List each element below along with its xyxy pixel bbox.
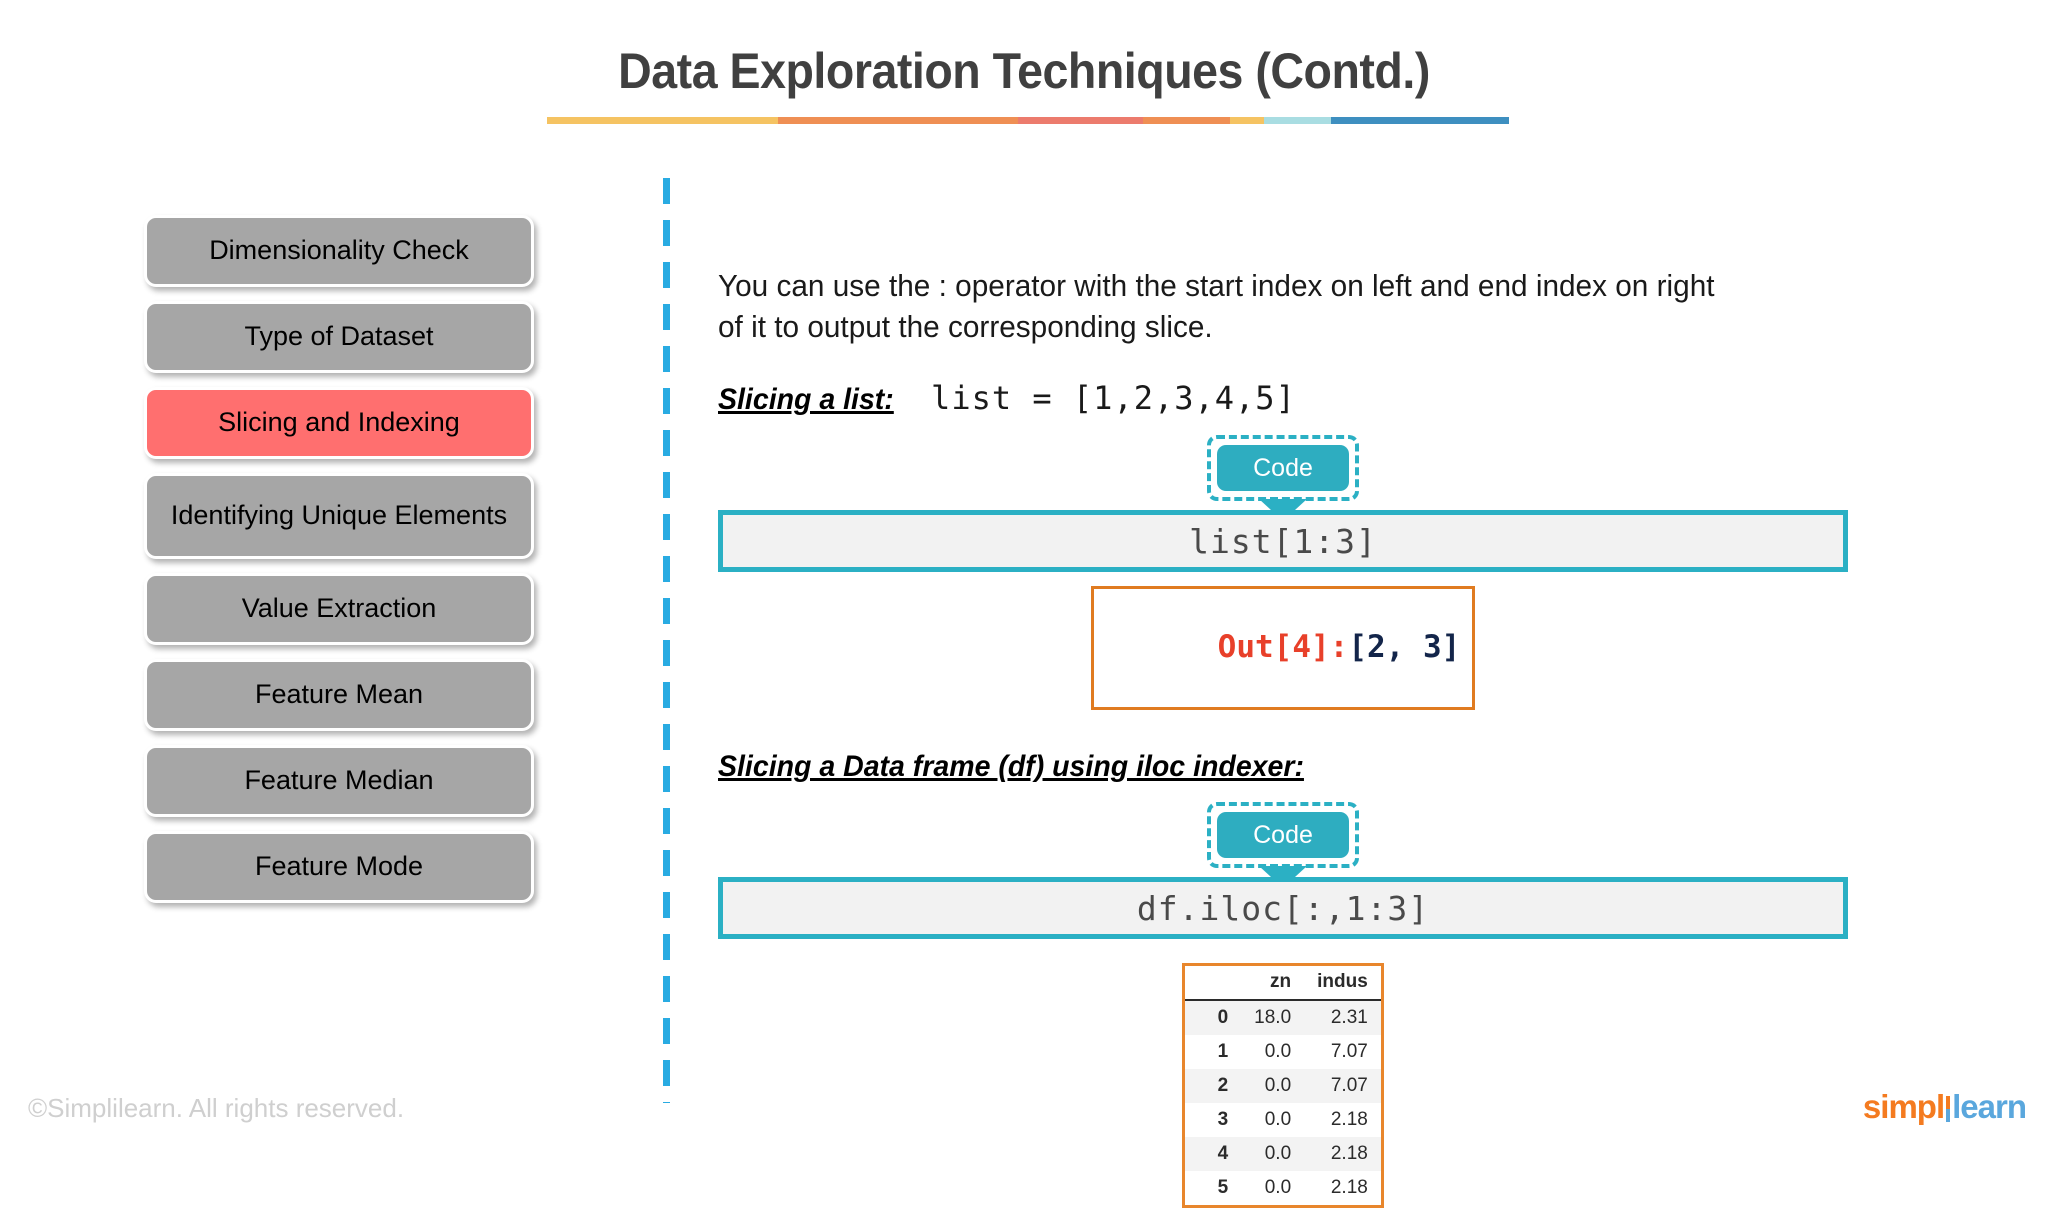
code-callout-2-dashed-frame: Code <box>1207 802 1359 869</box>
section-1-inline-code: list = [1,2,3,4,5] <box>931 379 1296 418</box>
underline-segment-2 <box>1018 117 1144 124</box>
sidebar-item-label: Type of Dataset <box>244 321 434 352</box>
section-1-heading-row: Slicing a list: list = [1,2,3,4,5] <box>718 379 1848 417</box>
table-row: 2 0.0 7.07 <box>1183 1069 1383 1104</box>
code-callout-1-dashed-frame: Code <box>1207 435 1359 502</box>
dataframe-cell: 0.0 <box>1264 1109 1292 1131</box>
logo-divider-icon <box>1946 1096 1951 1122</box>
code-box-1-text: list[1:3] <box>1189 521 1377 561</box>
sidebar-item-feature-mode[interactable]: Feature Mode <box>144 831 534 903</box>
underline-segment-1 <box>777 117 1019 124</box>
code-button-1[interactable]: Code <box>1217 445 1349 492</box>
sidebar-item-label: Value Extraction <box>241 593 437 624</box>
section-2-heading-row: Slicing a Data frame (df) using iloc ind… <box>718 750 1848 784</box>
sidebar-item-label: Feature Mode <box>254 851 424 882</box>
sidebar-item-dimensionality-check[interactable]: Dimensionality Check <box>144 215 534 287</box>
sidebar-item-feature-mean[interactable]: Feature Mean <box>144 659 534 731</box>
output-box-1: Out[4]:[2, 3] <box>1090 586 1476 711</box>
underline-segment-3 <box>1143 117 1230 124</box>
sidebar-item-label: Identifying Unique Elements <box>170 500 508 531</box>
dataframe-col-header: indus <box>1304 964 1383 1002</box>
code-button-2[interactable]: Code <box>1217 812 1349 859</box>
logo-text-part1: simpl <box>1862 1088 1945 1125</box>
code-callout-2[interactable]: Code <box>1207 802 1359 889</box>
underline-segment-6 <box>1330 117 1509 124</box>
logo-text-part2: learn <box>1952 1088 2027 1125</box>
dataframe-cell: 0.0 <box>1264 1041 1292 1063</box>
sidebar-item-identifying-unique-elements[interactable]: Identifying Unique Elements <box>144 473 534 559</box>
dataframe-col-header: zn <box>1241 964 1305 1002</box>
dataframe-cell: 0.0 <box>1264 1177 1292 1199</box>
page-title: Data Exploration Techniques (Contd.) <box>618 43 1430 99</box>
output-row-1: Out[4]:[2, 3] <box>718 586 1848 711</box>
dataframe-cell: 18.0 <box>1254 1007 1292 1029</box>
code-box-2-text: df.iloc[:,1:3] <box>1136 888 1430 928</box>
vertical-dashed-divider <box>663 178 670 1103</box>
underline-segment-5 <box>1263 117 1331 124</box>
sidebar-item-slicing-and-indexing[interactable]: Slicing and Indexing <box>144 387 534 459</box>
dataframe-cell: 0.0 <box>1264 1143 1292 1165</box>
sidebar-item-feature-median[interactable]: Feature Median <box>144 745 534 817</box>
dataframe-col-header <box>1183 964 1242 1002</box>
footer-copyright: ©Simplilearn. All rights reserved. <box>28 1093 405 1123</box>
sidebar-item-label: Feature Median <box>244 765 434 796</box>
sidebar-item-label: Dimensionality Check <box>209 235 469 266</box>
underline-segment-4 <box>1230 117 1264 124</box>
output-value-1: [2, 3] <box>1348 629 1461 666</box>
dataframe-cell: 0.0 <box>1264 1075 1292 1097</box>
code-callout-1[interactable]: Code <box>1207 435 1359 522</box>
dataframe-row-index: 3 <box>1217 1109 1229 1131</box>
dataframe-row-index: 1 <box>1217 1041 1229 1063</box>
dataframe-row-index: 2 <box>1217 1075 1229 1097</box>
table-row: 3 0.0 2.18 <box>1183 1103 1383 1138</box>
intro-paragraph: You can use the : operator with the star… <box>718 268 1715 345</box>
dataframe-row-index: 4 <box>1217 1143 1229 1165</box>
code-box-2: df.iloc[:,1:3] <box>718 877 1848 940</box>
sidebar-item-value-extraction[interactable]: Value Extraction <box>144 573 534 645</box>
table-row: 5 0.0 2.18 <box>1183 1171 1383 1207</box>
dataframe-tbody: 0 18.0 2.31 1 0.0 7.07 2 0.0 7.07 3 0.0 2.18 4 0.0 2.1… <box>1183 1000 1383 1207</box>
dataframe-cell: 2.31 <box>1330 1007 1368 1029</box>
dataframe-cell: 2.18 <box>1330 1177 1368 1199</box>
title-underline-bar <box>547 117 1509 124</box>
table-row: 1 0.0 7.07 <box>1183 1035 1383 1070</box>
sidebar-item-label: Slicing and Indexing <box>218 407 460 438</box>
code-box-1: list[1:3] <box>718 510 1848 573</box>
underline-segment-0 <box>547 117 778 124</box>
dataframe-cell: 2.18 <box>1330 1109 1368 1131</box>
main-content: You can use the : operator with the star… <box>718 265 1848 1208</box>
dataframe-row-index: 5 <box>1217 1177 1229 1199</box>
table-row: 0 18.0 2.31 <box>1183 1000 1383 1036</box>
dataframe-cell: 7.07 <box>1330 1041 1368 1063</box>
sidebar-item-label: Feature Mean <box>254 679 424 710</box>
dataframe-cell: 7.07 <box>1330 1075 1368 1097</box>
sidebar-item-type-of-dataset[interactable]: Type of Dataset <box>144 301 534 373</box>
section-1-heading: Slicing a list: <box>718 383 894 417</box>
simplilearn-logo: simpl learn <box>1862 1088 2027 1126</box>
output-label-1: Out[4]: <box>1217 629 1349 666</box>
table-row: 4 0.0 2.18 <box>1183 1137 1383 1172</box>
section-2-heading: Slicing a Data frame (df) using iloc ind… <box>718 750 1304 784</box>
dataframe-row-index: 0 <box>1217 1007 1229 1029</box>
dataframe-cell: 2.18 <box>1330 1143 1368 1165</box>
